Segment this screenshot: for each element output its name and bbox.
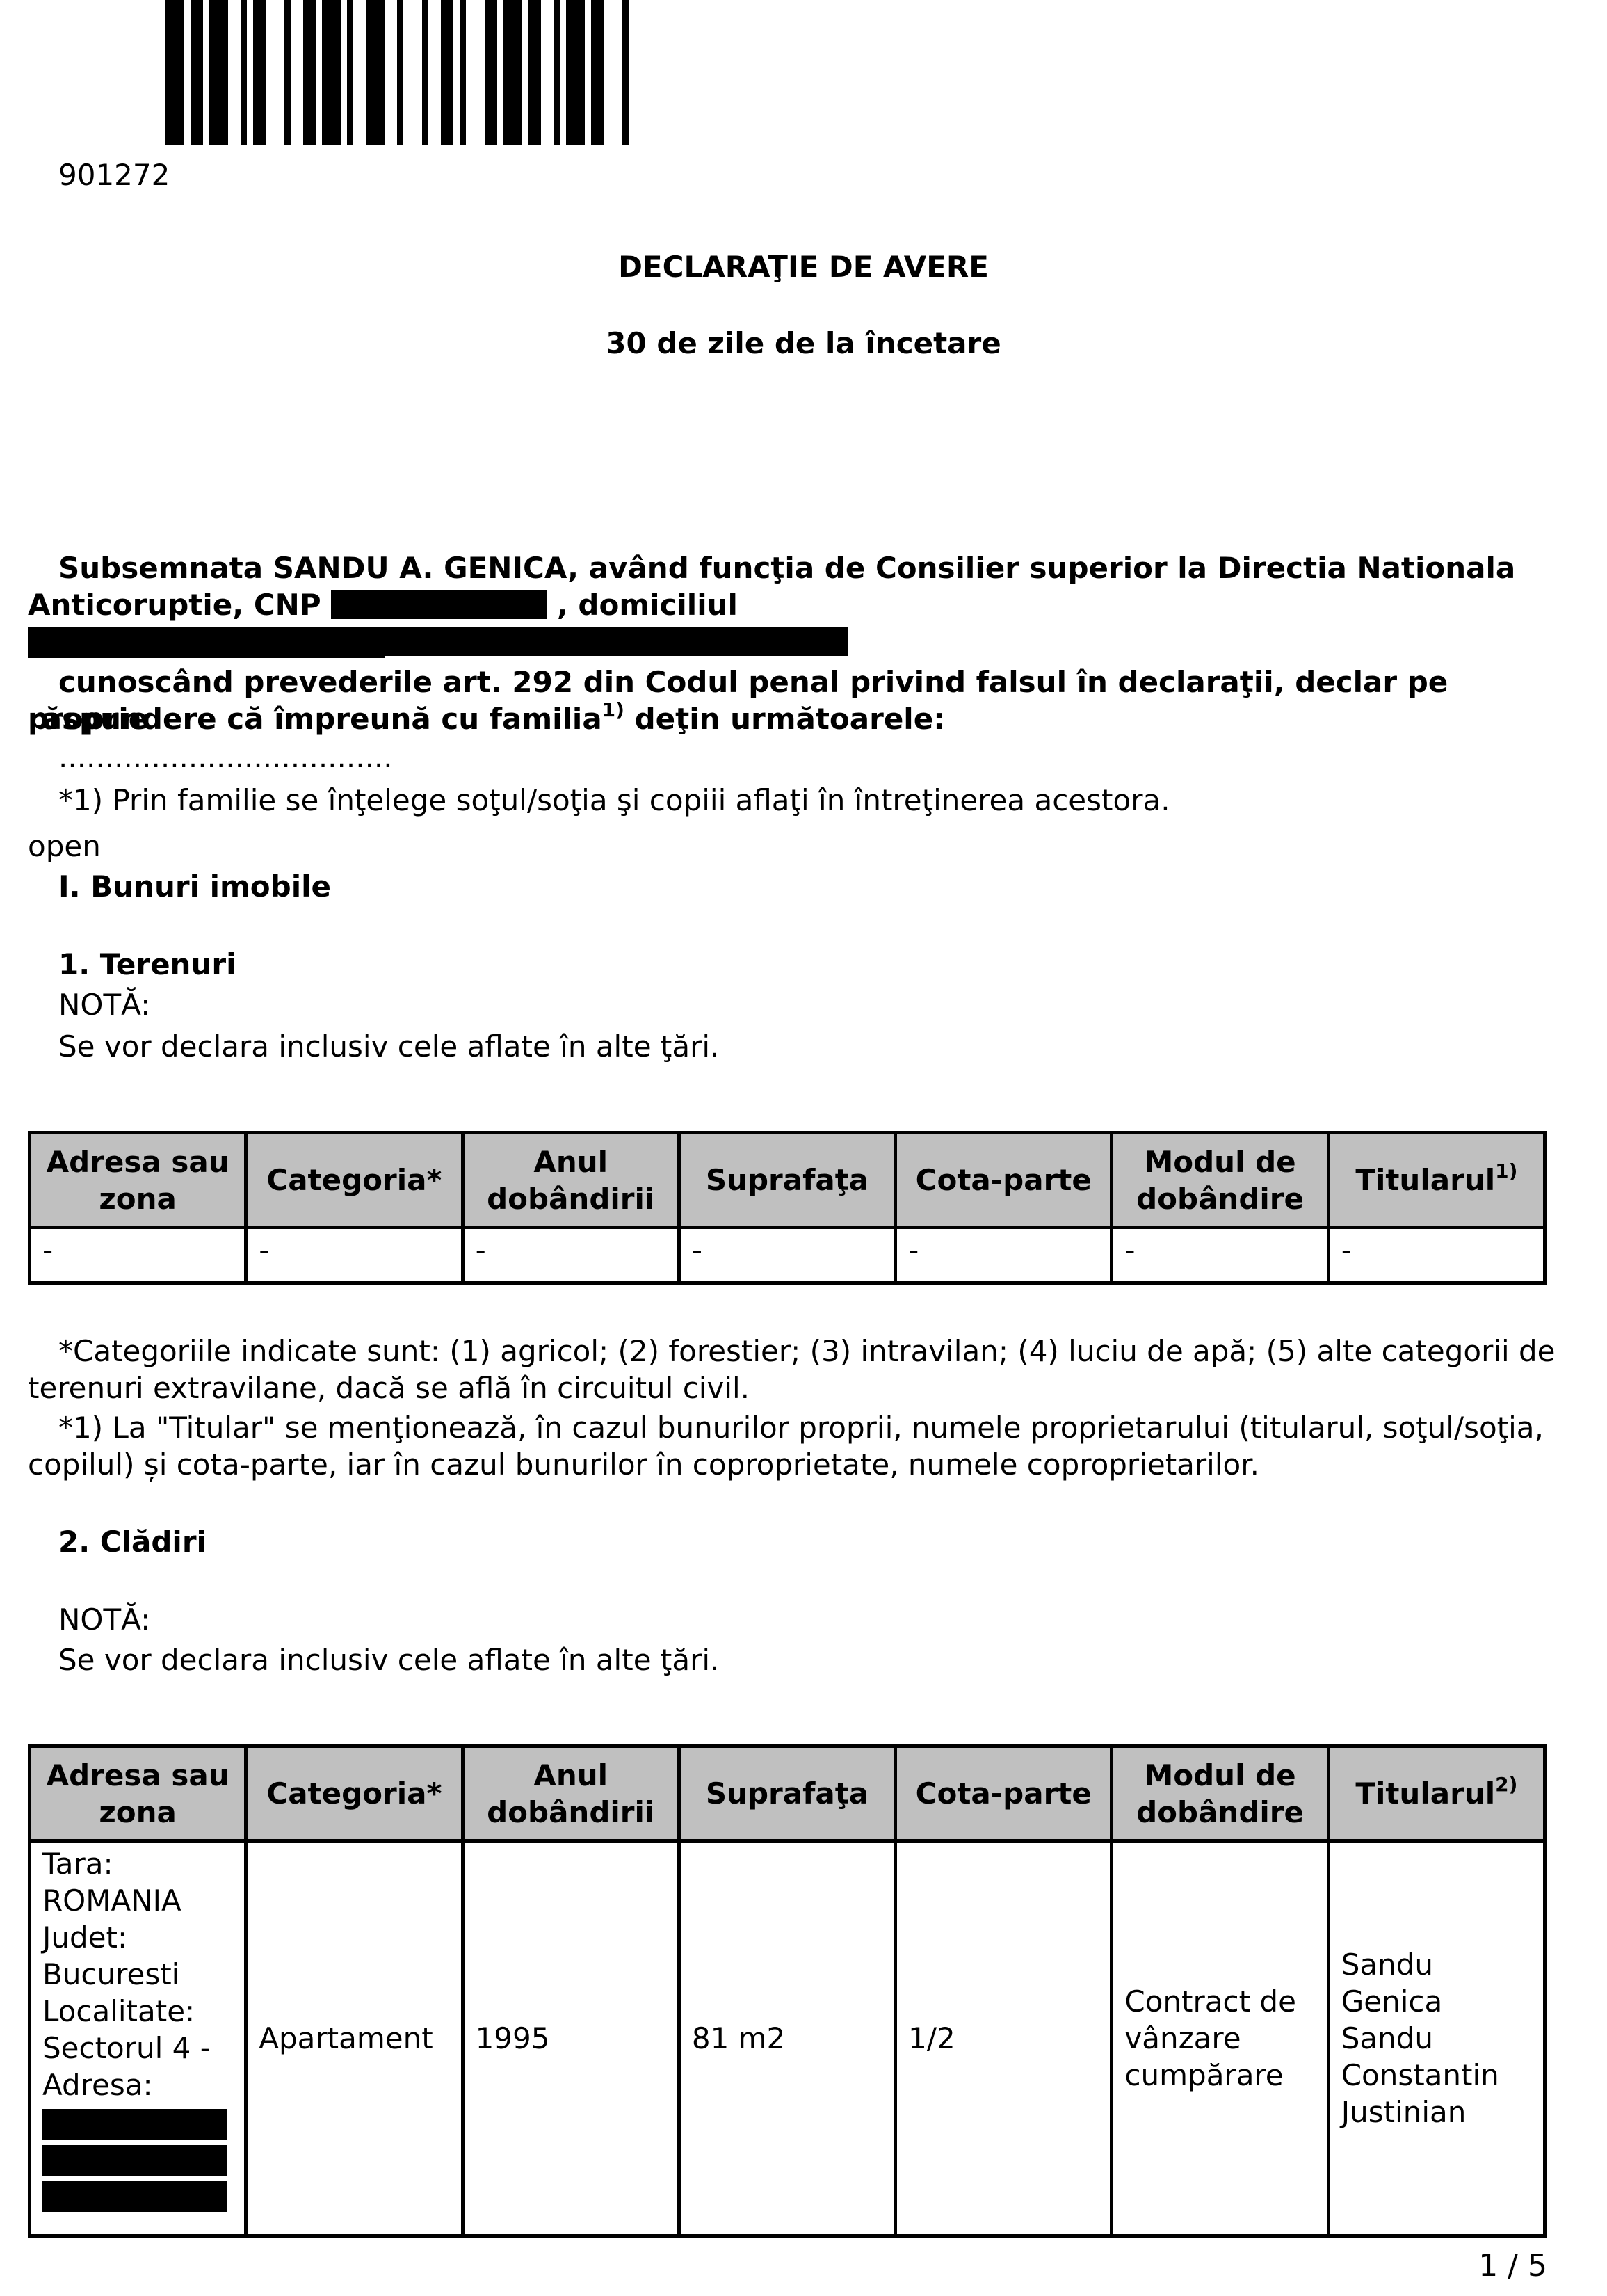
intro-line-1: Subsemnata SANDU A. GENICA, având funcţi… — [58, 551, 1516, 585]
table-cell: Apartament — [244, 1839, 465, 2238]
terenuri-table: Adresa sau zona Categoria* Anul dobândir… — [27, 1131, 1547, 1285]
titular-note-line-1: *1) La "Titular" se menţionează, în cazu… — [58, 1411, 1544, 1445]
address-line: Bucuresti — [42, 1957, 180, 1991]
barcode-bar — [347, 0, 353, 145]
dotted-line: .................................... — [58, 740, 393, 774]
section-heading: I. Bunuri imobile — [58, 869, 332, 904]
redacted-address-continued — [28, 629, 385, 658]
col-anul: Anul dobândirii — [460, 1744, 681, 1843]
table-header-row: Adresa sau zona Categoria* Anul dobândir… — [27, 1744, 1547, 1843]
barcode-bar — [554, 0, 560, 145]
barcode-bar — [165, 0, 184, 145]
document-title: DECLARAŢIE DE AVERE — [618, 250, 989, 284]
barcode-bar — [528, 0, 541, 145]
address-line: Sectorul 4 - — [42, 2031, 211, 2065]
table-cell: - — [1110, 1226, 1330, 1285]
col-titular: Titularul2) — [1326, 1744, 1547, 1843]
barcode-bar — [485, 0, 497, 145]
subsection-heading-terenuri: 1. Terenuri — [58, 947, 236, 981]
col-cota: Cota-parte — [894, 1744, 1114, 1843]
table-row: - - - - - - - — [27, 1226, 1547, 1285]
barcode-bar — [209, 0, 228, 145]
table-cell: - — [460, 1226, 681, 1285]
nota-text: Se vor declara inclusiv cele aflate în a… — [58, 1029, 720, 1063]
redacted-cnp — [331, 590, 547, 619]
redacted-address-line — [42, 2145, 227, 2176]
address-line: ROMANIA — [42, 1884, 181, 1918]
family-footnote: *1) Prin familie se înţelege soţul/soţia… — [58, 783, 1170, 817]
col-adresa: Adresa sau zona — [27, 1744, 248, 1843]
nota-label: NOTĂ: — [58, 988, 151, 1022]
col-categoria: Categoria* — [244, 1744, 465, 1843]
barcode-bar — [422, 0, 428, 145]
subsection-heading-cladiri: 2. Clădiri — [58, 1525, 207, 1559]
col-adresa: Adresa sau zona — [27, 1131, 248, 1229]
barcode-bar — [441, 0, 453, 145]
barcode-bar — [241, 0, 247, 145]
address-line: Adresa: — [42, 2068, 153, 2102]
page-number: 1 / 5 — [1478, 2248, 1547, 2283]
table-row: Tara: ROMANIA Judet: Bucuresti Localitat… — [27, 1839, 1547, 2238]
barcode-bar — [460, 0, 466, 145]
categories-note-line-2: terenuri extravilane, dacă se află în ci… — [28, 1371, 750, 1405]
address-line: Localitate: — [42, 1994, 195, 2028]
intro-line-3: cunoscând prevederile art. 292 din Codul… — [28, 665, 1448, 736]
table-cell: 1995 — [460, 1839, 681, 2238]
table-cell: - — [244, 1226, 465, 1285]
col-modul: Modul de dobândire — [1110, 1744, 1330, 1843]
barcode-bar — [503, 0, 522, 145]
barcode-image — [165, 0, 629, 145]
intro-line-4: răspundere că împreună cu familia1) deţi… — [28, 698, 945, 737]
address-cell: Tara: ROMANIA Judet: Bucuresti Localitat… — [27, 1839, 248, 2238]
barcode-bar — [322, 0, 341, 145]
table-cell: - — [894, 1226, 1114, 1285]
col-suprafata: Suprafaţa — [677, 1744, 898, 1843]
col-modul: Modul de dobândire — [1110, 1131, 1330, 1229]
table-cell: Sandu Genica Sandu Constantin Justinian — [1326, 1839, 1547, 2238]
table-cell: - — [1326, 1226, 1547, 1285]
document-number: 901272 — [58, 158, 170, 192]
address-line: Tara: — [42, 1847, 113, 1881]
barcode-bar — [397, 0, 403, 145]
open-label: open — [28, 829, 101, 863]
table-header-row: Adresa sau zona Categoria* Anul dobândir… — [27, 1131, 1547, 1229]
table-cell: 1/2 — [894, 1839, 1114, 2238]
redacted-address-line — [42, 2181, 227, 2212]
barcode-bar — [622, 0, 629, 145]
barcode-bar — [566, 0, 585, 145]
titular-note-line-2: copilul) și cota-parte, iar în cazul bun… — [28, 1447, 1259, 1482]
col-categoria: Categoria* — [244, 1131, 465, 1229]
barcode-bar — [191, 0, 203, 145]
table-cell: Contract de vânzare cumpărare — [1110, 1839, 1330, 2238]
col-suprafata: Suprafaţa — [677, 1131, 898, 1229]
col-titular: Titularul1) — [1326, 1131, 1547, 1229]
cladiri-table: Adresa sau zona Categoria* Anul dobândir… — [27, 1744, 1547, 2238]
table-cell: - — [27, 1226, 248, 1285]
address-line: Judet: — [42, 1920, 128, 1954]
barcode-bar — [303, 0, 316, 145]
categories-note-line-1: *Categoriile indicate sunt: (1) agricol;… — [58, 1334, 1556, 1368]
table-cell: - — [677, 1226, 898, 1285]
barcode-bar — [591, 0, 604, 145]
barcode-bar — [366, 0, 385, 145]
nota-text: Se vor declara inclusiv cele aflate în a… — [58, 1643, 720, 1677]
barcode-bar — [284, 0, 291, 145]
barcode-bar — [253, 0, 266, 145]
col-anul: Anul dobândirii — [460, 1131, 681, 1229]
nota-label: NOTĂ: — [58, 1603, 151, 1637]
col-cota: Cota-parte — [894, 1131, 1114, 1229]
redacted-address-line — [42, 2109, 227, 2140]
table-cell: 81 m2 — [677, 1839, 898, 2238]
document-subtitle: 30 de zile de la încetare — [606, 326, 1001, 360]
